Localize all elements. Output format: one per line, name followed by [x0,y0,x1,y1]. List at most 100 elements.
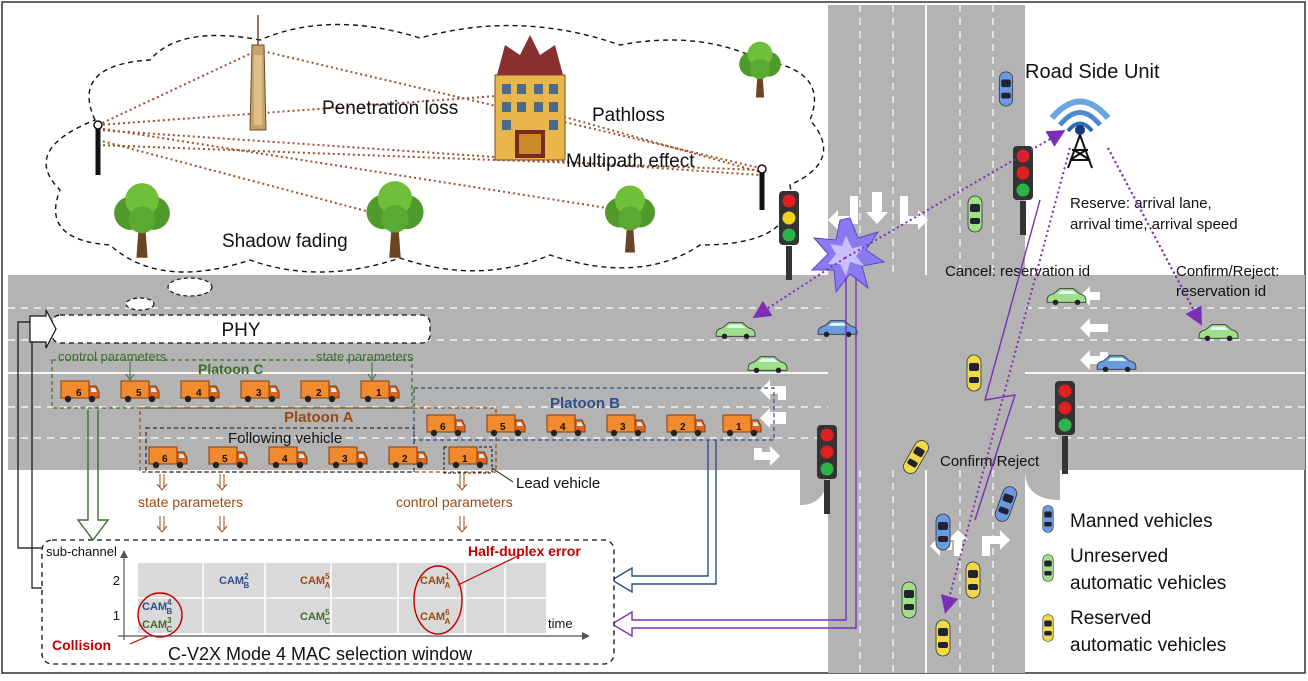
reserved-vehicle [965,561,981,599]
rsu-antenna-icon [1049,98,1111,169]
wireless-channel-cloud [45,23,825,311]
legend-manned-label: Manned vehicles [1070,511,1213,532]
confirm-reject-short-label: Confirm/Reject [940,453,1040,470]
road-network [8,5,1305,673]
traffic-light-icon [1013,146,1033,235]
following-vehicle-label: Following vehicle [228,430,342,447]
y-axis-label: sub-channel [46,544,117,559]
legend-reserved-label-2: automatic vehicles [1070,635,1226,656]
mac-title: C-V2X Mode 4 MAC selection window [168,644,473,664]
van-number: 3 [620,422,626,433]
platoon-b-label: Platoon B [550,395,620,412]
shadow-fading-label: Shadow fading [222,231,348,252]
platoon-c-state-label: state parameters [316,349,414,364]
van-number: 6 [76,388,82,399]
collision-label: Collision [52,637,111,653]
van-number: 5 [222,454,228,465]
propagation-paths [97,49,761,221]
row-label-1: 1 [113,608,120,623]
legend: Manned vehicles Unreserved automatic veh… [1042,505,1226,656]
rsu-title: Road Side Unit [1025,61,1160,83]
van-number: 1 [376,388,382,399]
phy-box [51,314,431,344]
van-number: 6 [162,454,168,465]
van-number: 1 [462,454,468,465]
reserve-label: Reserve: arrival lane, [1070,195,1212,212]
legend-unreserved-label: Unreserved [1070,546,1168,567]
unreserved-vehicle [967,195,983,233]
pathloss-label: Pathloss [592,105,665,126]
legend-manned-icon [1042,505,1054,533]
collision-circle [137,592,183,638]
rsu-links [752,129,1202,614]
platoon-b-vehicles: 6 5 4 3 2 1 [426,414,762,437]
confirm-reject-label: Confirm/Reject: [1176,263,1279,280]
skyscraper-icon [249,15,267,131]
legend-reserved-icon [1042,614,1054,642]
row-label-2: 2 [113,573,120,588]
reserved-vehicle [966,354,982,392]
van-number: 3 [342,454,348,465]
traffic-light-icon [817,425,837,514]
collision-starburst-icon [810,217,886,294]
van-number: 4 [282,454,288,465]
platoon-a-vehicles: 6 5 4 3 2 1 [148,446,488,469]
van-number: 1 [736,422,742,433]
lightning-link [974,199,1041,521]
legend-unreserved-icon [1042,554,1054,582]
platoon-b-box [413,387,775,441]
van-number: 5 [136,388,142,399]
lead-vehicle-label: Lead vehicle [516,475,600,492]
van-number: 4 [196,388,202,399]
antenna-icon [93,120,103,175]
platoon-c-control-label: control parameters [58,349,167,364]
platoon-c-vehicles: 6 5 4 3 2 1 [60,380,400,403]
platoon-a-state-label: state parameters [138,494,243,510]
reserved-vehicle [935,619,951,657]
phy-label: PHY [221,320,260,341]
mac-grid [118,550,590,640]
building-icon [494,35,566,161]
van-number: 5 [500,422,506,433]
manned-vehicle [998,71,1014,107]
multipath-label: Multipath effect [566,151,695,172]
van-number: 2 [402,454,408,465]
van-number: 3 [256,388,262,399]
platoon-a-label: Platoon A [284,409,354,426]
platoon-a-arrows [156,474,468,533]
van-number: 2 [316,388,322,399]
half-duplex-circle [413,565,463,635]
traffic-light-icon [1055,381,1075,474]
legend-unreserved-label-2: automatic vehicles [1070,573,1226,594]
van-number: 2 [680,422,686,433]
traffic-light-icon [779,191,799,280]
unreserved-vehicle [901,581,917,619]
reserve-label-2: arrival time, arrival speed [1070,216,1238,233]
down-arrow-icon [125,362,135,381]
lead-vehicle-box [443,446,493,474]
down-arrow-icon [367,362,377,381]
van-number: 4 [560,422,566,433]
manned-vehicle [935,513,951,551]
platoon-c-label: Platoon C [198,361,263,377]
confirm-reject-label-2: reservation id [1176,283,1266,300]
half-duplex-label: Half-duplex error [468,543,581,559]
x-axis-label: time [548,616,573,631]
cancel-label: Cancel: reservation id [945,263,1090,280]
